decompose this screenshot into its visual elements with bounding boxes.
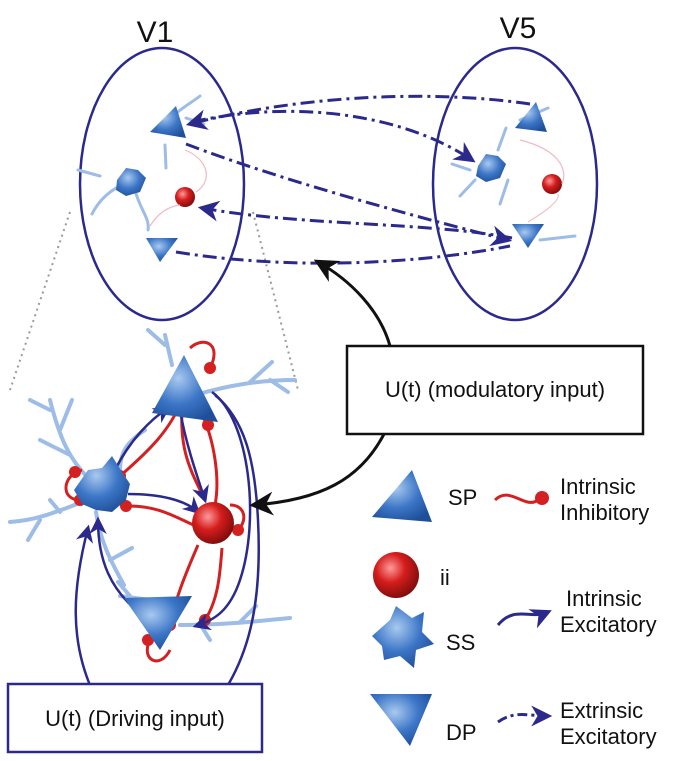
- v5-sp-neuron: [515, 102, 547, 132]
- driving-input-box: [6, 682, 264, 754]
- v5-ss-neuron: [476, 154, 506, 182]
- modulatory-input-label: U(t) (modulatory input): [385, 377, 605, 402]
- region-label-v1: V1: [137, 16, 174, 49]
- extrinsic-v1dp-to-v5dp: [175, 244, 511, 265]
- legend-extr-exc-line1: Extrinsic: [560, 698, 643, 723]
- v5-dp-neuron: [512, 224, 544, 248]
- zoom-line-left: [9, 211, 71, 391]
- v1-faint-connections: [149, 149, 207, 227]
- legend-sp-label: SP: [448, 485, 477, 510]
- expanded-sp-neuron: [152, 355, 218, 422]
- extrinsic-v1sp-to-v5dp: [185, 142, 513, 247]
- v1-neuron-group: [76, 94, 207, 262]
- legend-inhibitory-line1: Intrinsic: [560, 474, 636, 499]
- expanded-dendrites: [8, 328, 297, 642]
- v1-sp-neuron: [150, 106, 186, 138]
- legend-intr-exc-line1: Intrinsic: [566, 586, 642, 611]
- v5-dendrites: [450, 106, 577, 242]
- legend-inhibitory-line: [493, 493, 539, 504]
- legend-ss-icon: [372, 606, 434, 668]
- legend-dp-icon: [370, 694, 432, 746]
- zoom-line-right: [252, 211, 299, 391]
- v1-ii-neuron: [175, 187, 195, 207]
- v5-ii-neuron: [542, 174, 562, 194]
- legend-intrinsic-excitatory-arrow: [496, 609, 552, 629]
- extrinsic-v5sp-to-v1sp: [185, 94, 531, 130]
- legend-inhibitory-line2: Inhibitory: [560, 500, 649, 525]
- legend-ii-label: ii: [440, 565, 450, 590]
- v5-neuron-group: [450, 102, 577, 248]
- v1-ss-neuron: [116, 168, 146, 196]
- expanded-ii-neuron: [192, 502, 234, 544]
- driving-input-label: U(t) (Driving input): [45, 706, 225, 731]
- modulatory-arrow-to-extrinsic: [313, 259, 392, 347]
- legend-ii-icon: [373, 552, 419, 598]
- region-label-v5: V5: [500, 12, 537, 45]
- expanded-ss-neuron: [74, 456, 130, 512]
- expanded-dp-neuron: [124, 596, 192, 650]
- legend-ss-label: SS: [446, 630, 475, 655]
- expanded-v1-group: [8, 328, 297, 691]
- v1-dp-neuron: [146, 238, 178, 262]
- extrinsic-v5dp-to-v1ii: [197, 200, 513, 240]
- legend: SP ii SS DP Intrinsic Inhibitory Intrins…: [370, 470, 657, 749]
- v5-faint-connections: [519, 139, 565, 223]
- modulatory-input-box: [345, 344, 645, 436]
- legend-sp-icon: [372, 470, 432, 522]
- legend-inhibitory-dot: [535, 491, 549, 505]
- legend-intr-exc-line2: Excitatory: [560, 612, 657, 637]
- modulatory-arrow-to-intrinsic: [249, 433, 386, 516]
- legend-extr-exc-line2: Excitatory: [560, 724, 657, 749]
- legend-dp-label: DP: [446, 720, 477, 745]
- legend-extrinsic-excitatory-arrow: [497, 705, 553, 727]
- v1-dendrites: [76, 94, 206, 232]
- v5-region-ellipse: [431, 46, 599, 322]
- v1-region-ellipse: [78, 46, 246, 322]
- extrinsic-connections: [175, 94, 531, 265]
